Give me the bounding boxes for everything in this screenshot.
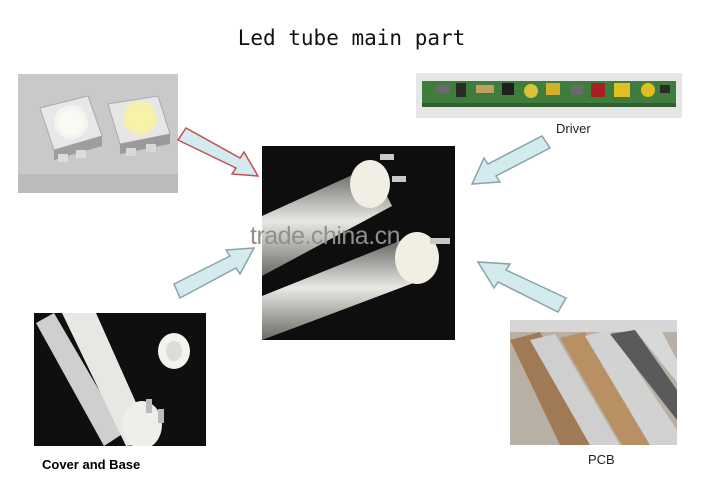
arrow-driver-to-tube-icon [470, 135, 552, 185]
led-tube-photo [262, 146, 455, 340]
page-title: Led tube main part [237, 26, 466, 50]
arrow-pcb-to-tube-icon [476, 261, 568, 313]
driver-caption: Driver [556, 121, 591, 136]
pcb-photo [510, 320, 677, 445]
pcb-caption: PCB [588, 452, 615, 467]
cover-and-base-caption: Cover and Base [42, 457, 141, 472]
arrow-led-to-tube-icon [176, 127, 260, 177]
watermark-text: trade.china.cn [250, 222, 401, 250]
driver-board-photo [416, 73, 682, 118]
cover-and-base-photo [34, 313, 206, 446]
arrow-cover-to-tube-icon [173, 247, 256, 300]
led-chips-photo [18, 74, 178, 193]
